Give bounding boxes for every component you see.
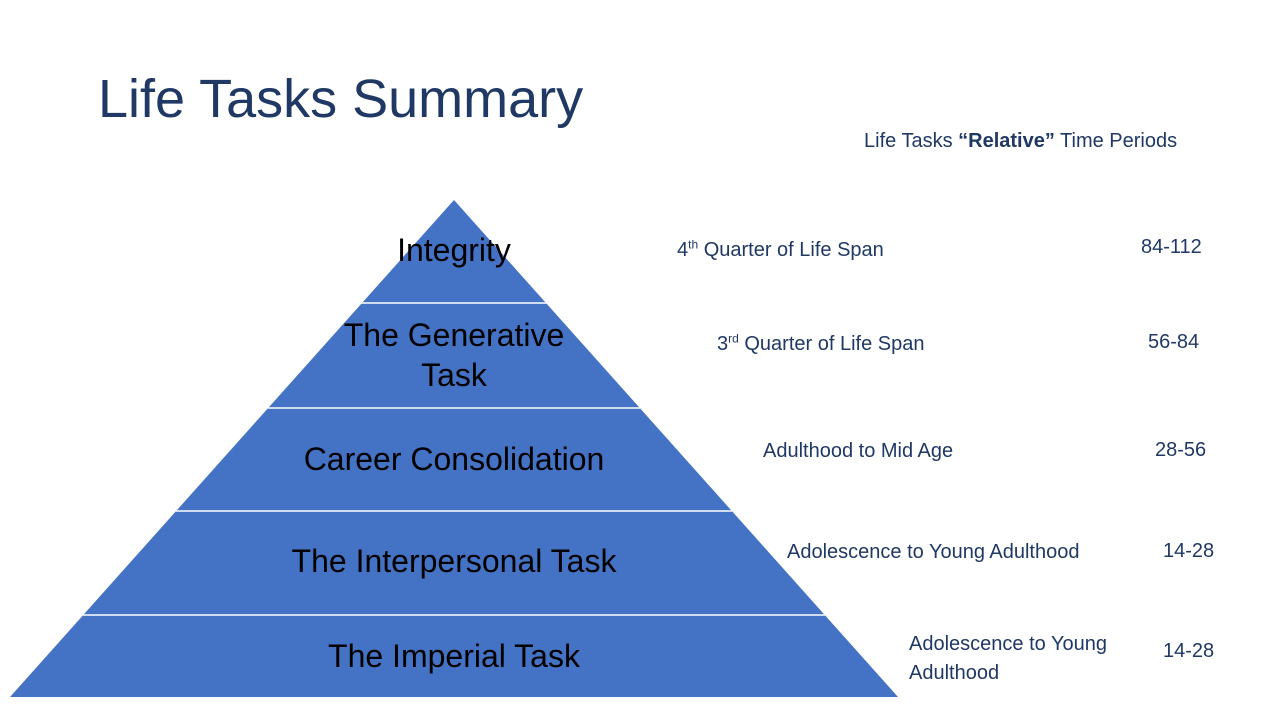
range-interpersonal: 14-28 bbox=[1163, 540, 1215, 562]
tier-label-text: The Interpersonal Task bbox=[291, 543, 617, 579]
tier-label-interpersonal: The Interpersonal Task bbox=[292, 541, 617, 581]
tier-label-generative: The Generative Task bbox=[344, 315, 565, 395]
period-text: Adolescence to Young bbox=[909, 633, 1107, 655]
tier-label-text: The Imperial Task bbox=[328, 638, 580, 674]
period-ordinal: 4 bbox=[677, 239, 689, 261]
period-ordinal: 3 bbox=[717, 333, 729, 355]
tier-label-text: The Generative bbox=[343, 317, 565, 353]
range-generative: 56-84 bbox=[1148, 331, 1200, 353]
range-integrity: 84-112 bbox=[1141, 236, 1202, 258]
time-periods-heading-prefix: Life Tasks bbox=[864, 130, 959, 152]
tier-label-text: Integrity bbox=[397, 232, 511, 268]
period-ordinal-suffix: th bbox=[688, 237, 699, 252]
period-text: Quarter of Life Span bbox=[738, 333, 925, 355]
period-interpersonal: Adolescence to Young Adulthood bbox=[787, 538, 1079, 567]
period-ordinal-suffix: rd bbox=[728, 331, 739, 346]
time-periods-heading: Life Tasks “Relative” Time Periods bbox=[864, 130, 1177, 153]
period-generative: 3rd Quarter of Life Span bbox=[717, 330, 924, 359]
time-periods-heading-emphasis: “Relative” bbox=[958, 130, 1055, 152]
page-title: Life Tasks Summary bbox=[98, 69, 584, 129]
pyramid-shape bbox=[10, 200, 898, 697]
period-text: Adolescence to Young Adulthood bbox=[787, 541, 1080, 563]
tier-label-career: Career Consolidation bbox=[304, 439, 605, 479]
tier-label-imperial: The Imperial Task bbox=[328, 636, 580, 676]
period-integrity: 4th Quarter of Life Span bbox=[677, 236, 884, 265]
tier-label-text: Career Consolidation bbox=[303, 441, 605, 477]
period-text-line2: Adulthood bbox=[909, 662, 1000, 684]
period-career: Adulthood to Mid Age bbox=[763, 437, 953, 466]
period-text: Quarter of Life Span bbox=[698, 239, 884, 261]
range-imperial: 14-28 bbox=[1163, 640, 1215, 662]
time-periods-heading-suffix: Time Periods bbox=[1054, 130, 1178, 152]
tier-label-integrity: Integrity bbox=[397, 230, 511, 270]
range-career: 28-56 bbox=[1155, 439, 1207, 461]
period-text: Adulthood to Mid Age bbox=[763, 440, 954, 462]
tier-label-text-line2: Task bbox=[421, 357, 487, 393]
